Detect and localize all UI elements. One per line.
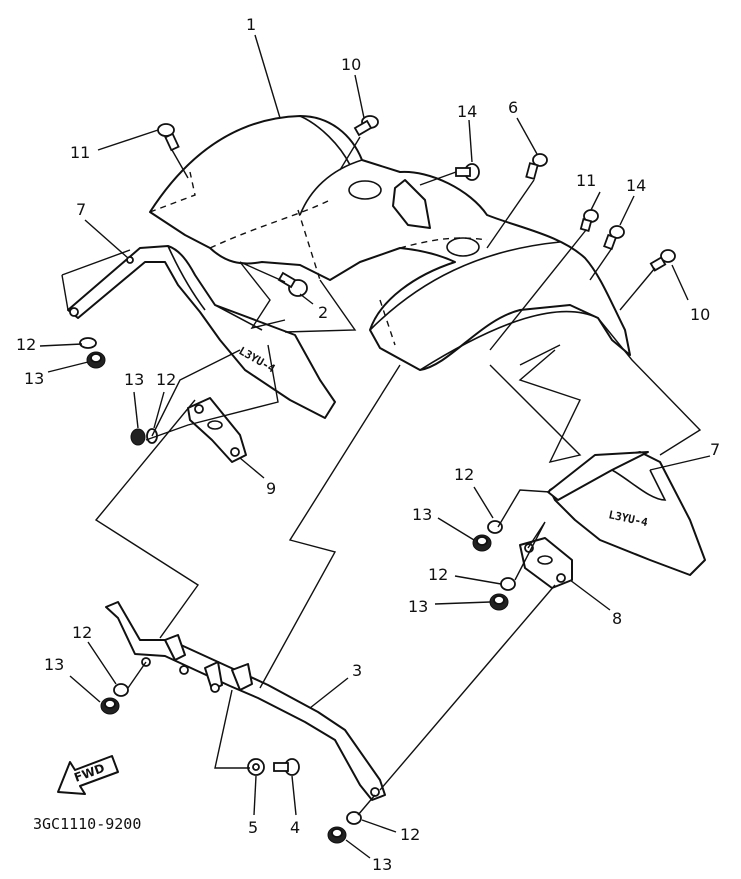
bolt-2	[277, 271, 308, 297]
callout-leaders	[39, 34, 711, 859]
callout-9: 9	[266, 479, 276, 498]
callout-10-top: 10	[341, 55, 361, 74]
callout-13-a: 13	[24, 369, 44, 388]
callout-13-d: 13	[408, 597, 428, 616]
assembly-lines	[61, 136, 702, 816]
callout-14-right: 14	[626, 176, 646, 195]
forward-direction-arrow: FWD	[57, 755, 119, 795]
lower-stay	[105, 601, 386, 801]
callout-13-b: 13	[124, 370, 144, 389]
callout-1: 1	[246, 15, 256, 34]
bolt-10-right	[649, 249, 676, 272]
right-bracket: L3YU-4	[547, 451, 706, 576]
callout-14-top: 14	[457, 102, 477, 121]
front-fender	[149, 115, 631, 371]
callout-11-right: 11	[576, 171, 596, 190]
callout-2: 2	[318, 303, 328, 322]
callout-5: 5	[248, 818, 258, 837]
callout-8: 8	[612, 609, 622, 628]
bolt-6	[525, 153, 548, 180]
callout-13-e: 13	[44, 655, 64, 674]
callout-12-a: 12	[16, 335, 36, 354]
bolt-14-top	[455, 163, 480, 181]
callout-12-e: 12	[72, 623, 92, 642]
callout-numbers: 1 2 3 4 5 6 7 7 8 9 10 10 11 11 12 12 12…	[16, 15, 720, 874]
callout-13-c: 13	[412, 505, 432, 524]
callout-13-f: 13	[372, 855, 392, 874]
callout-7-left: 7	[76, 200, 86, 219]
callout-12-f: 12	[400, 825, 420, 844]
callout-4: 4	[290, 818, 300, 837]
bolt-11-left	[157, 123, 180, 152]
reference-code: 3GC1110-9200	[33, 815, 141, 833]
callout-12-d: 12	[428, 565, 448, 584]
bolt-11-right	[579, 209, 599, 232]
bolt-14-right	[603, 225, 625, 251]
hardware	[79, 115, 676, 844]
left-stay-plate	[187, 397, 247, 463]
bolt-4	[273, 758, 300, 776]
right-stay-plate	[519, 537, 573, 589]
callout-3: 3	[352, 661, 362, 680]
callout-6: 6	[508, 98, 518, 117]
callout-10-right: 10	[690, 305, 710, 324]
callout-12-b: 12	[156, 370, 176, 389]
callout-11-left: 11	[70, 143, 90, 162]
callout-12-c: 12	[454, 465, 474, 484]
bolt-10-top	[353, 115, 379, 137]
callout-7-right: 7	[710, 440, 720, 459]
